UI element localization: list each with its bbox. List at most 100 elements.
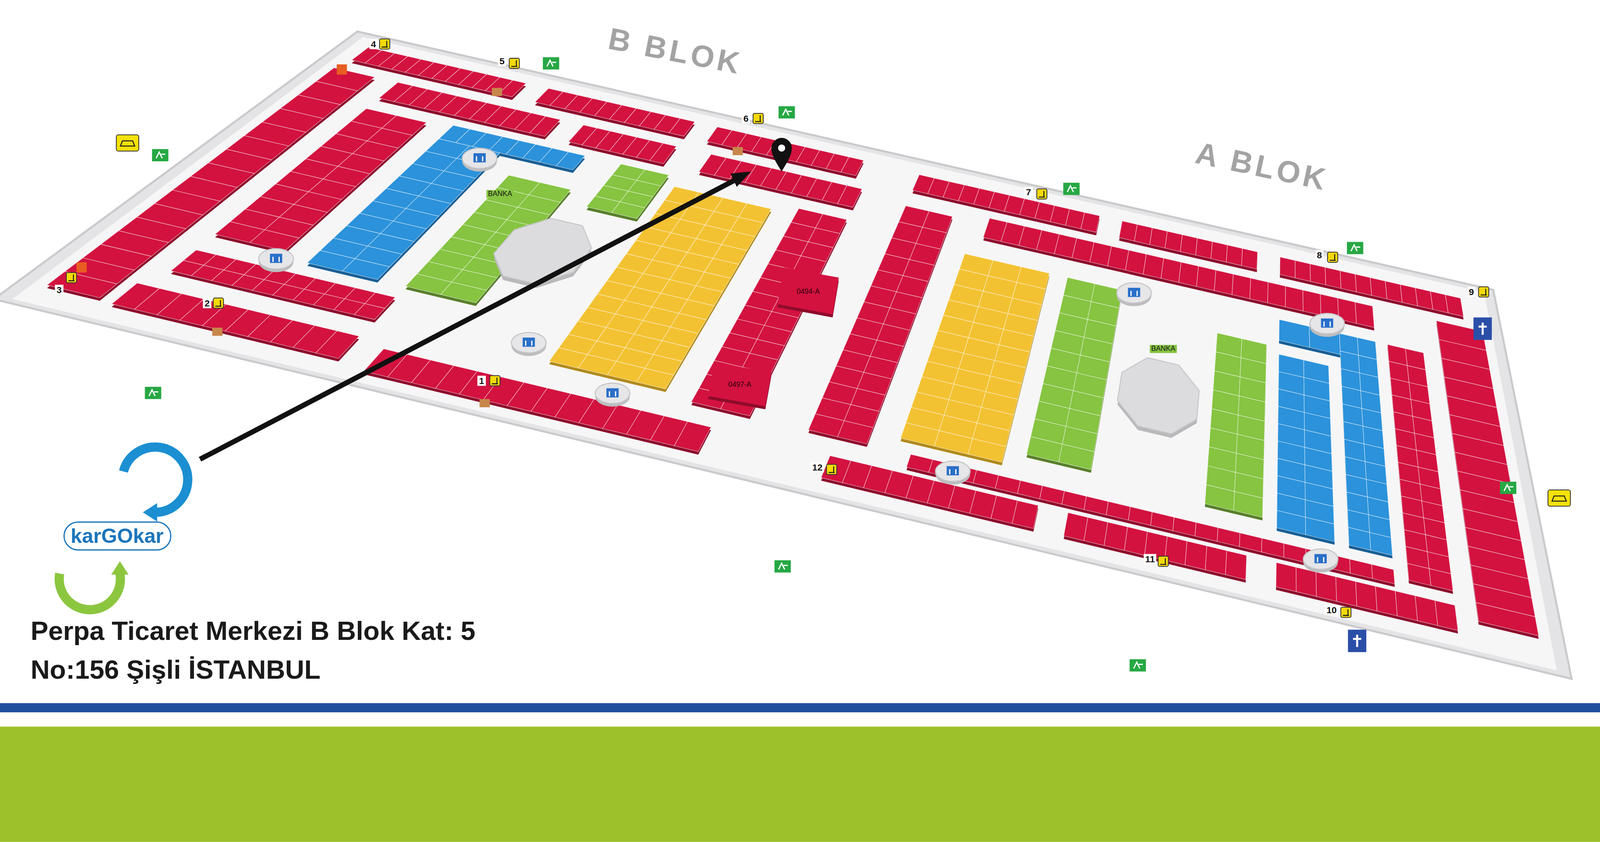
- stall-block-side: [906, 457, 1396, 587]
- stall-cell: [1106, 501, 1131, 521]
- exit-figure: [156, 151, 166, 159]
- stall-block-side: [1276, 357, 1335, 545]
- map-label: B BLOK: [605, 21, 746, 81]
- forklift-icon: [509, 58, 520, 69]
- forklift-mark: [1480, 289, 1487, 296]
- stall-cell: [1233, 491, 1263, 518]
- forklift-icon: [213, 297, 224, 309]
- stall-cell: [1371, 564, 1395, 584]
- stall-block-side: [1026, 280, 1123, 473]
- arrow-head: [730, 171, 751, 187]
- exit-sign: [1063, 182, 1080, 195]
- logo-box: karGOkar: [63, 521, 172, 551]
- logo-blue-arc: [123, 447, 188, 513]
- wc-figure: [1353, 634, 1362, 647]
- round-plaza: [1116, 282, 1152, 303]
- stall-cell: [1407, 563, 1431, 586]
- stall-cell: [1395, 591, 1418, 621]
- forklift-mark: [755, 115, 762, 122]
- stall-cell: [1315, 572, 1337, 602]
- callout-number: 8: [1315, 250, 1324, 261]
- stall-cell: [1375, 586, 1398, 616]
- parking-icon: [1547, 489, 1571, 507]
- exit-figure: [546, 60, 557, 67]
- stall-cell: [1125, 250, 1147, 275]
- stall-cell: [1475, 602, 1539, 636]
- map-illustration: [0, 31, 1572, 679]
- callout-number: 11: [1143, 554, 1157, 565]
- exit-figure: [1067, 185, 1077, 193]
- car-mark: [120, 141, 135, 147]
- stall-cell: [1124, 526, 1148, 556]
- callout-number: 3: [54, 284, 64, 295]
- car-mark: [1551, 496, 1567, 502]
- stall-cell: [1340, 270, 1357, 292]
- stall-cell: [1445, 294, 1464, 317]
- rest-icon: [1127, 287, 1140, 298]
- stall-cell: [1261, 538, 1284, 558]
- stall-block-side: [46, 70, 375, 301]
- stall-cell: [1118, 221, 1138, 242]
- exit-sign: [1346, 241, 1364, 254]
- round-plaza: [1303, 548, 1339, 570]
- stall-block-side: [821, 458, 1039, 532]
- callout-number: 12: [810, 462, 824, 473]
- floor-outline: [0, 31, 1572, 679]
- stall-cell: [837, 185, 863, 208]
- stall-cell: [1195, 238, 1213, 259]
- round-plaza: [1309, 313, 1345, 334]
- stall-block-side: [111, 286, 359, 362]
- round-plaza: [258, 248, 294, 269]
- stall-cell: [636, 368, 674, 389]
- fire-icon: [76, 262, 87, 273]
- forklift-icon: [489, 375, 501, 386]
- forklift-mark: [1329, 254, 1336, 261]
- service-icon: [479, 398, 490, 408]
- stall-cell: [249, 230, 299, 252]
- round-plaza: [462, 147, 497, 169]
- logo-text: karGOkar: [70, 524, 165, 548]
- exit-sign: [778, 106, 795, 119]
- logo-blue-head: [142, 503, 157, 522]
- callout-number: 5: [498, 56, 507, 67]
- callout-number: 1: [477, 375, 486, 386]
- exit-figure: [1133, 662, 1143, 669]
- stall-cell: [1061, 491, 1087, 510]
- stall-cell: [674, 421, 712, 452]
- rest-figure: [1323, 321, 1330, 327]
- map-label: 0497-A: [726, 380, 754, 389]
- stall-cell: [1276, 510, 1306, 535]
- forklift-icon: [1036, 188, 1047, 199]
- stall-cell: [1012, 500, 1039, 529]
- forklift-icon: [826, 464, 837, 475]
- stall-cell: [1249, 278, 1269, 303]
- stall-cell: [1232, 274, 1251, 299]
- stall-cell: [1026, 436, 1063, 463]
- stall-cell: [1143, 254, 1164, 279]
- stall-cell: [934, 430, 973, 454]
- rest-icon: [1321, 318, 1334, 328]
- stall-cell: [1310, 263, 1326, 285]
- stall-cell: [1080, 212, 1100, 233]
- stall-cell: [315, 331, 359, 359]
- rest-figure: [1317, 557, 1324, 563]
- wc-figure: [1478, 322, 1487, 335]
- exit-figure: [778, 563, 788, 570]
- stall-cell: [1160, 258, 1182, 283]
- stall-cell: [1217, 527, 1240, 547]
- callout-number: 2: [202, 297, 212, 309]
- rest-figure: [525, 340, 532, 347]
- stall-cell: [906, 454, 933, 473]
- forklift-mark: [215, 299, 222, 307]
- stall-cell: [1295, 260, 1311, 282]
- forklift-mark: [1160, 558, 1167, 565]
- rest-figure: [1131, 291, 1138, 297]
- fire-icon: [336, 64, 347, 75]
- stall-cell: [1107, 246, 1129, 271]
- service-icon: [491, 87, 503, 96]
- stall-block-side: [1339, 336, 1393, 559]
- stall-cell: [1039, 485, 1065, 505]
- octagon-plaza: [493, 218, 592, 284]
- forklift-mark: [68, 274, 75, 281]
- octagon-plaza: [1117, 357, 1199, 434]
